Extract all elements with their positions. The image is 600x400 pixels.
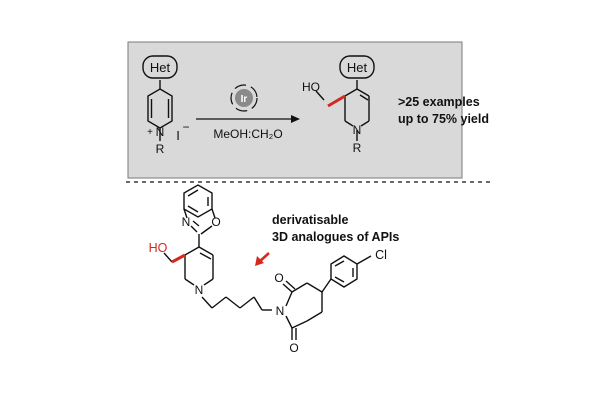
api-hydroxyl-label: HO: [149, 241, 168, 255]
reaction-panel: [127, 41, 463, 179]
api-chlorine-label: Cl: [375, 248, 387, 262]
catalyst-label: Ir: [241, 94, 248, 105]
api-carbonyl-oxygen-top-label: O: [274, 271, 283, 285]
scope-yield-text: up to 75% yield: [398, 112, 489, 126]
reactant-iodide-label: I: [176, 128, 180, 143]
caption-line1: derivatisable: [272, 213, 348, 227]
product-hydroxyl-label: HO: [302, 80, 320, 94]
reactant-iodide-charge: −: [182, 120, 189, 134]
product-nitrogen-label: N: [353, 123, 362, 137]
reactant-plus-charge: +: [147, 127, 153, 138]
product-r-label: R: [353, 141, 362, 155]
reactant-nitrogen-label: N: [156, 125, 165, 139]
product-het-label: Het: [347, 60, 368, 75]
caption-line2: 3D analogues of APIs: [272, 230, 399, 244]
reactant-het-label: Het: [150, 60, 171, 75]
reactant-r-label: R: [156, 142, 165, 156]
scope-count-text: >25 examples: [398, 95, 480, 109]
catalyst-cycle-icon: Ir: [230, 84, 258, 112]
api-oxazole-nitrogen-label: N: [182, 215, 191, 229]
pointer-arrow-icon: [255, 252, 270, 266]
reactant-pyridinium: [142, 55, 178, 141]
api-oxazole-oxygen-label: O: [211, 215, 220, 229]
api-carbonyl-oxygen-bottom-label: O: [289, 341, 298, 355]
product-tetrahydropyridine: [315, 55, 375, 141]
reaction-arrow-head: [291, 115, 300, 123]
api-analogue-structure: [163, 184, 372, 340]
api-piperidine-nitrogen-label: N: [195, 283, 204, 297]
api-new-bond: [171, 253, 186, 264]
product-new-bond: [327, 94, 346, 108]
api-imide-nitrogen-label: N: [276, 304, 285, 318]
conditions-label: MeOH:CH₂O: [213, 127, 282, 141]
